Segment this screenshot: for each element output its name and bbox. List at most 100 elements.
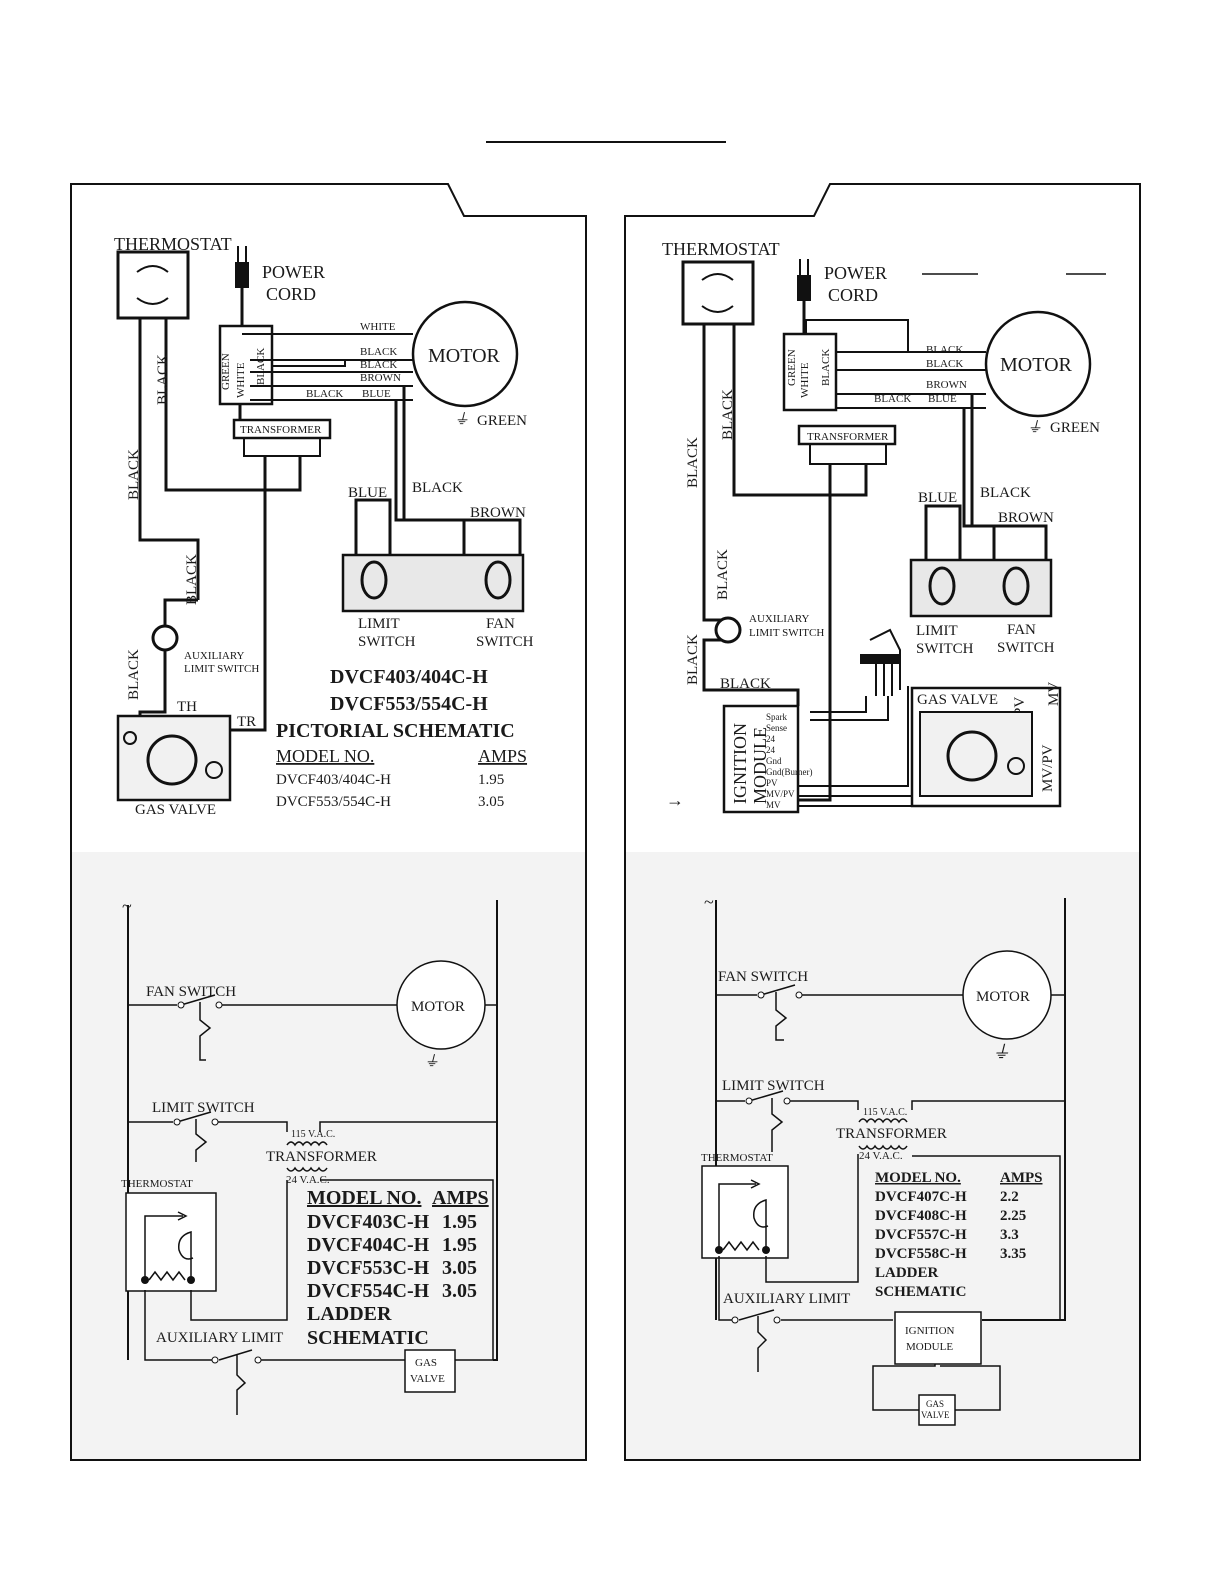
aux-label-2: LIMIT SWITCH	[184, 663, 259, 675]
v115-label: 115 V.A.C.	[291, 1129, 335, 1140]
gas-valve-port-icon	[205, 761, 223, 779]
v24-label: 24 V.A.C.	[859, 1150, 903, 1162]
switch-black-label: BLACK	[980, 485, 1031, 501]
ignition-label-2: MODULE	[906, 1341, 953, 1353]
gas-valve-screw-icon	[123, 731, 137, 745]
gas-valve-body	[116, 714, 232, 802]
switch-blue-label: BLUE	[918, 490, 957, 506]
left-panel: THERMOSTAT POWER CORD GREEN WHITE BLACK …	[70, 183, 587, 1461]
wire-black-label: BLACK	[255, 348, 267, 385]
wire-black1-motor-label: BLACK	[360, 346, 397, 358]
gas-valve-outer	[910, 686, 1062, 808]
motor-label: MOTOR	[428, 345, 501, 367]
fan-switch-label: SWITCH	[476, 634, 534, 650]
thermostat-terminal	[141, 1276, 149, 1284]
ignition-terminal-list: Spark Sense 24 24 Gnd Gnd(Burner) PV MV/…	[766, 712, 813, 810]
ignition-module-box	[722, 704, 800, 814]
low-voltage-loop	[144, 1179, 494, 1361]
limit-switch-rung	[128, 1111, 497, 1162]
terminal-label: Gnd	[766, 756, 782, 766]
fan-switch-label: SWITCH	[997, 640, 1055, 656]
wire-white-label: WHITE	[799, 362, 811, 398]
aux-label-1: AUXILIARY	[184, 650, 245, 662]
power-label: POWER	[824, 263, 887, 283]
ladder-table-row-model: DVCF403C-H	[307, 1211, 430, 1233]
left-ladder-schematic: ~ FAN SWITCH MOTOR ⏚ LIMIT SWITCH 115 V.…	[121, 896, 498, 1415]
wire-black2-motor-label: BLACK	[360, 359, 397, 371]
gas-valve-knob-icon	[946, 730, 998, 782]
ladder-table-row-model: DVCF558C-H	[875, 1246, 967, 1262]
gas-valve-body	[919, 711, 1033, 797]
transformer-label: TRANSFORMER	[836, 1126, 947, 1142]
aux-label-2: LIMIT SWITCH	[749, 627, 824, 639]
module-to-valve-wires	[798, 686, 914, 807]
ladder-thermostat-label: THERMOSTAT	[701, 1152, 773, 1164]
wire-green-label: GREEN	[220, 353, 232, 390]
ladder-motor-circle	[962, 950, 1052, 1040]
limit-label: LIMIT	[358, 616, 400, 632]
left-black2-label: BLACK	[184, 554, 200, 605]
terminal-label: 24	[766, 745, 776, 755]
left-panel-frame	[70, 183, 587, 1461]
limit-switch-icon	[360, 560, 388, 600]
switch-wires	[924, 394, 1048, 560]
ladder-table-header-model: MODEL NO.	[307, 1187, 421, 1209]
wire-black-label: BLACK	[820, 349, 832, 386]
ladder-table-row-model: DVCF404C-H	[307, 1234, 430, 1256]
ground-icon: ⏚	[454, 412, 469, 428]
aux-limit-contact	[211, 1356, 219, 1364]
thermostat-black-label: BLACK	[720, 389, 736, 440]
ladder-thermostat-box	[701, 1165, 789, 1259]
motor-circle	[984, 310, 1092, 418]
wire-green-label: GREEN	[786, 349, 798, 386]
limit-switch-label: SWITCH	[358, 634, 416, 650]
module-valve-loop	[872, 1364, 1001, 1411]
ladder-caption-1: LADDER	[875, 1265, 939, 1281]
valve-label: VALVE	[921, 1410, 950, 1420]
arrow-icon: →	[666, 790, 684, 810]
aux-limit-contact	[254, 1356, 262, 1364]
gas-valve-knob-icon	[146, 734, 198, 786]
terminal-label: 24	[766, 734, 776, 744]
th-label: TH	[177, 699, 197, 715]
right-panel-frame	[624, 183, 1141, 1461]
ladder-ignition-module-box	[894, 1311, 982, 1365]
wire-blue-motor-label: BLUE	[928, 393, 957, 405]
left-pictorial-schematic: THERMOSTAT POWER CORD GREEN WHITE BLACK …	[114, 234, 534, 818]
v24-label: 24 V.A.C.	[286, 1174, 330, 1186]
ladder-thermostat-label: THERMOSTAT	[121, 1178, 193, 1190]
aux-limit-label: AUXILIARY LIMIT	[156, 1330, 283, 1346]
fan-label: FAN	[1007, 622, 1036, 638]
table-header-model: MODEL NO.	[276, 746, 374, 766]
thermostat-terminal	[715, 1246, 723, 1254]
thermostat-terminal	[187, 1276, 195, 1284]
aux-limit-label: AUXILIARY LIMIT	[723, 1291, 850, 1307]
ignition-label-1: IGNITION	[730, 723, 750, 804]
ladder-table-row-amps: 3.05	[442, 1257, 477, 1279]
low-voltage-loop	[718, 1154, 1061, 1321]
left-black3-label: BLACK	[685, 634, 701, 685]
terminal-label: Gnd(Burner)	[766, 767, 813, 777]
ladder-table-row-model: DVCF554C-H	[307, 1280, 430, 1302]
wire-brown-motor-label: BROWN	[926, 379, 967, 391]
ground-icon: ⏚	[424, 1054, 439, 1070]
aux-limit-switch-icon	[738, 1309, 775, 1372]
v115-label: 115 V.A.C.	[863, 1107, 907, 1118]
limit-label: LIMIT	[916, 623, 958, 639]
table-row-model: DVCF403/404C-H	[276, 772, 391, 788]
limit-switch-contact	[783, 1097, 791, 1105]
fan-switch-icon	[484, 560, 512, 600]
thermostat-black-label: BLACK	[155, 354, 171, 405]
module-black-label: BLACK	[720, 676, 771, 692]
left-black-label: BLACK	[126, 449, 142, 500]
ladder-motor-label: MOTOR	[976, 989, 1030, 1005]
thermostat-box	[681, 260, 755, 326]
terminal-label: Sense	[766, 723, 787, 733]
ladder-table-row-model: DVCF408C-H	[875, 1208, 967, 1224]
terminal-label: Spark	[766, 712, 787, 722]
switch-brown-label: BROWN	[998, 510, 1054, 526]
limit-switch-label: SWITCH	[916, 641, 974, 657]
limit-switch-contact	[745, 1097, 753, 1105]
limit-switch-label: LIMIT SWITCH	[722, 1078, 825, 1094]
table-row-amps: 3.05	[478, 794, 504, 810]
